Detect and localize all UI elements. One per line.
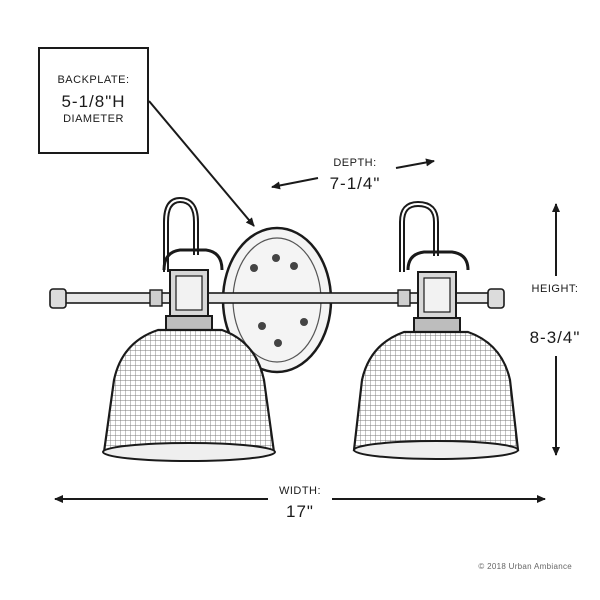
height-label: HEIGHT: <box>531 283 579 295</box>
depth-arrow-left <box>271 177 319 190</box>
backplate-value: 5-1/8"H <box>61 92 126 111</box>
backplate-leader-arrow <box>148 100 255 227</box>
width-label: WIDTH: <box>278 485 322 497</box>
depth-arrow-right <box>395 158 435 169</box>
copyright-text: © 2018 Urban Ambiance <box>478 562 572 571</box>
backplate-title: BACKPLATE: <box>57 74 130 86</box>
backplate-callout-box <box>38 47 149 154</box>
height-value: 8-3/4" <box>529 328 581 347</box>
width-value: 17" <box>286 502 314 521</box>
backplate-sub-label: DIAMETER <box>63 113 124 125</box>
left-glass-shade <box>102 328 276 454</box>
depth-label: DEPTH: <box>333 157 377 169</box>
right-glass-shade <box>352 330 520 452</box>
depth-value: 7-1/4" <box>329 174 381 193</box>
